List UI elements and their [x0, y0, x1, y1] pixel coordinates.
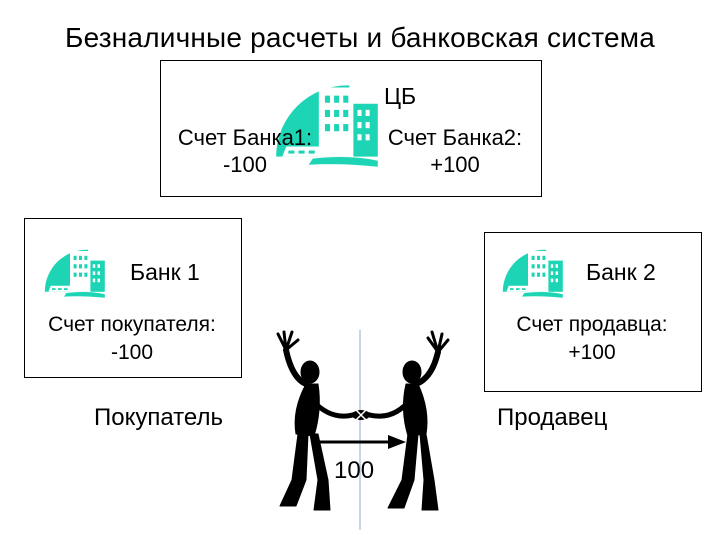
cb-account-bank2-value: +100	[430, 152, 480, 177]
bank1-account-value: -100	[110, 341, 154, 364]
bank-building-icon	[44, 249, 105, 298]
bank2-account-value: +100	[568, 341, 616, 364]
handshake-illustration	[276, 330, 450, 530]
bank1-box	[24, 218, 242, 378]
bank2-account-label: Счет продавца:	[516, 313, 668, 336]
transfer-amount: 100	[334, 457, 375, 484]
seller-figure	[363, 330, 450, 511]
buyer-label: Покупатель	[94, 404, 223, 431]
cb-account-bank1-value: -100	[222, 152, 268, 177]
bank1-account-label: Счет покупателя:	[48, 313, 216, 336]
bank1-label: Банк 1	[130, 259, 200, 285]
cb-account-bank1-label: Счет Банка1:	[177, 125, 313, 150]
seller-label: Продавец	[497, 404, 608, 431]
cb-account-bank2-label: Счет Банка2:	[387, 125, 523, 150]
transfer-arrow-icon	[320, 435, 406, 449]
slide-title: Безналичные расчеты и банковская система	[65, 22, 655, 53]
bank-building-icon	[502, 249, 563, 298]
bank2-label: Банк 2	[586, 259, 656, 285]
central-bank-label: ЦБ	[384, 83, 417, 109]
